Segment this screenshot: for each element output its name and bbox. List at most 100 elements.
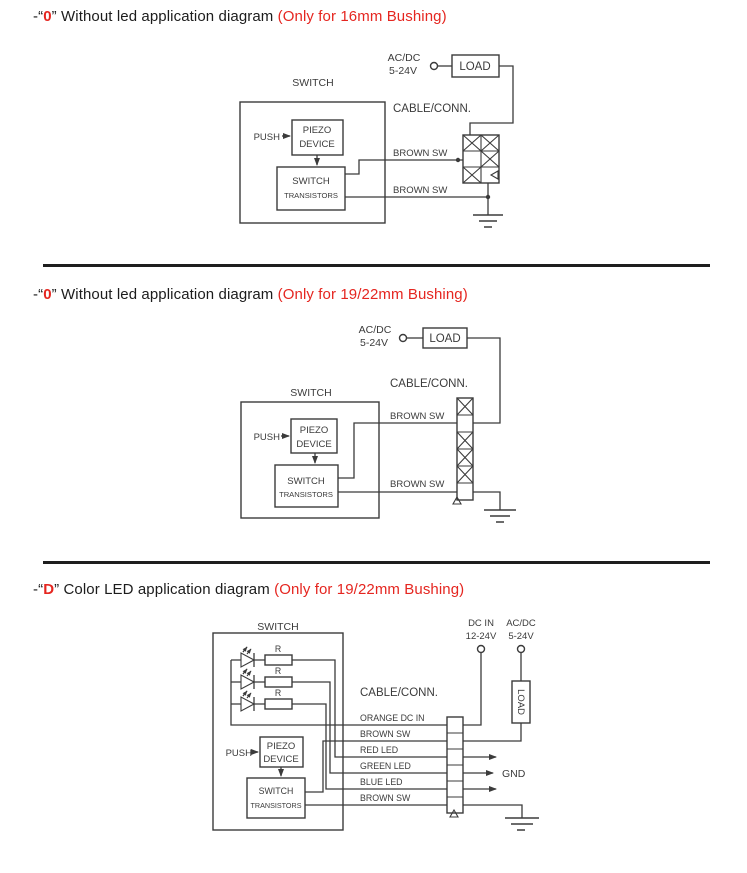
wire-label-brown-sw: BROWN SW bbox=[390, 479, 444, 490]
piezo-device-box bbox=[259, 736, 304, 768]
terminal-circle-icon bbox=[516, 644, 526, 654]
diagram-color-led: SWITCH R R bbox=[212, 618, 539, 831]
polarity-triangle-icon bbox=[452, 495, 462, 505]
wire-label-green-led: GREEN LED bbox=[360, 761, 411, 771]
voltage-label: 5-24V bbox=[508, 631, 534, 642]
wire-label-orange-dc-in: ORANGE DC IN bbox=[360, 713, 425, 723]
switch-label: SWITCH bbox=[292, 77, 333, 89]
dc-in-voltage-label: 12-24V bbox=[466, 631, 497, 642]
ground-icon bbox=[473, 214, 503, 228]
resistor-label: R bbox=[275, 644, 281, 654]
title-paren: (Only for 19/22mm Bushing) bbox=[274, 581, 465, 598]
transistors-label-line1: SWITCH bbox=[292, 176, 330, 187]
resistor-icon bbox=[264, 654, 293, 666]
push-label: PUSH bbox=[254, 132, 281, 143]
polarity-triangle-icon bbox=[449, 808, 459, 818]
section-title-led: -“D” Color LED application diagram (Only… bbox=[33, 581, 464, 598]
wire-load bbox=[463, 723, 522, 742]
wire-dc-in bbox=[463, 653, 482, 726]
title-key: D bbox=[43, 581, 55, 598]
led-icon bbox=[231, 691, 265, 712]
section-title-16mm: -“0” Without led application diagram (On… bbox=[33, 8, 447, 25]
wire-orange-dc-in bbox=[230, 660, 447, 726]
cable-conn-label: CABLE/CONN. bbox=[390, 378, 468, 390]
wire-ground bbox=[473, 491, 501, 510]
dc-in-label: DC IN bbox=[468, 618, 494, 629]
title-rest: ” Without led application diagram bbox=[51, 286, 278, 303]
transistors-label-line1: SWITCH bbox=[259, 786, 294, 796]
power-label: AC/DC bbox=[359, 324, 392, 336]
terminal-circle-icon bbox=[476, 644, 486, 654]
terminal-circle-icon bbox=[429, 61, 439, 71]
cable-conn-label: CABLE/CONN. bbox=[360, 687, 438, 699]
wire-label-brown-sw: BROWN SW bbox=[360, 793, 411, 803]
resistor-label: R bbox=[275, 666, 281, 676]
power-label: AC/DC bbox=[506, 618, 536, 629]
terminal-circle-icon bbox=[398, 333, 408, 343]
led-icon bbox=[231, 647, 265, 668]
voltage-label: 5-24V bbox=[360, 337, 388, 349]
push-label: PUSH bbox=[226, 748, 253, 759]
section-divider bbox=[43, 264, 710, 267]
wire-blue-led bbox=[292, 703, 447, 790]
wire-label-brown-sw: BROWN SW bbox=[390, 411, 444, 422]
voltage-label: 5-24V bbox=[389, 65, 417, 77]
device-label: DEVICE bbox=[296, 439, 331, 450]
switch-transistors-box bbox=[274, 464, 339, 508]
led-icon bbox=[231, 669, 265, 690]
title-rest: ” Color LED application diagram bbox=[54, 581, 275, 598]
load-label: LOAD bbox=[515, 689, 526, 715]
wire-ground bbox=[463, 804, 523, 818]
wire-label-brown-sw: BROWN SW bbox=[393, 148, 447, 159]
transistors-label-line2: TRANSISTORS bbox=[279, 490, 333, 499]
piezo-label: PIEZO bbox=[300, 425, 329, 436]
piezo-label: PIEZO bbox=[267, 741, 296, 752]
wire-green-led bbox=[292, 681, 447, 774]
resistor-label: R bbox=[275, 688, 281, 698]
resistor-icon bbox=[264, 698, 293, 710]
title-prefix: -“ bbox=[33, 581, 44, 598]
wire-label-blue-led: BLUE LED bbox=[360, 777, 403, 787]
title-paren: (Only for 19/22mm Bushing) bbox=[277, 286, 468, 303]
switch-transistors-box bbox=[276, 166, 346, 211]
load-label: LOAD bbox=[429, 333, 460, 345]
polarity-triangle-icon bbox=[489, 170, 499, 180]
section-divider bbox=[43, 561, 710, 564]
device-label: DEVICE bbox=[299, 139, 334, 150]
wire-brown-sw bbox=[305, 740, 447, 793]
title-paren: (Only for 16mm Bushing) bbox=[277, 8, 447, 25]
switch-transistors-box bbox=[246, 777, 306, 819]
piezo-label: PIEZO bbox=[303, 125, 332, 136]
section-title-19-22mm: -“0” Without led application diagram (On… bbox=[33, 286, 468, 303]
title-prefix: -“ bbox=[33, 286, 44, 303]
wire bbox=[467, 337, 501, 424]
wire-label-brown-sw: BROWN SW bbox=[393, 185, 447, 196]
ground-icon bbox=[484, 509, 516, 523]
resistor-icon bbox=[264, 676, 293, 688]
wire-brown-sw bbox=[345, 159, 463, 175]
title-rest: ” Without led application diagram bbox=[51, 8, 278, 25]
connector-block bbox=[462, 134, 500, 184]
connector-block bbox=[446, 716, 464, 818]
wire bbox=[469, 65, 514, 135]
wire-label-red-led: RED LED bbox=[360, 745, 398, 755]
piezo-device-box bbox=[290, 418, 338, 454]
cable-conn-label: CABLE/CONN. bbox=[393, 103, 471, 115]
diagram-19-22mm: AC/DC 5-24V LOAD CABLE/CONN. SWITCH PIEZ… bbox=[240, 324, 516, 523]
title-prefix: -“ bbox=[33, 8, 44, 25]
connector-block bbox=[452, 397, 474, 505]
load-label: LOAD bbox=[459, 61, 490, 73]
push-label: PUSH bbox=[254, 432, 281, 443]
title-key: 0 bbox=[43, 8, 52, 25]
transistors-label-line1: SWITCH bbox=[287, 476, 325, 487]
wire-label-brown-sw: BROWN SW bbox=[360, 729, 411, 739]
transistors-label-line2: TRANSISTORS bbox=[251, 801, 302, 810]
title-key: 0 bbox=[43, 286, 52, 303]
transistors-label-line2: TRANSISTORS bbox=[284, 191, 338, 200]
junction-dot-icon bbox=[455, 157, 461, 163]
switch-label: SWITCH bbox=[257, 621, 298, 633]
wire-brown-sw bbox=[338, 422, 457, 479]
diagram-16mm: AC/DC 5-24V LOAD SWITCH CABLE/CONN. PIEZ… bbox=[239, 52, 514, 228]
